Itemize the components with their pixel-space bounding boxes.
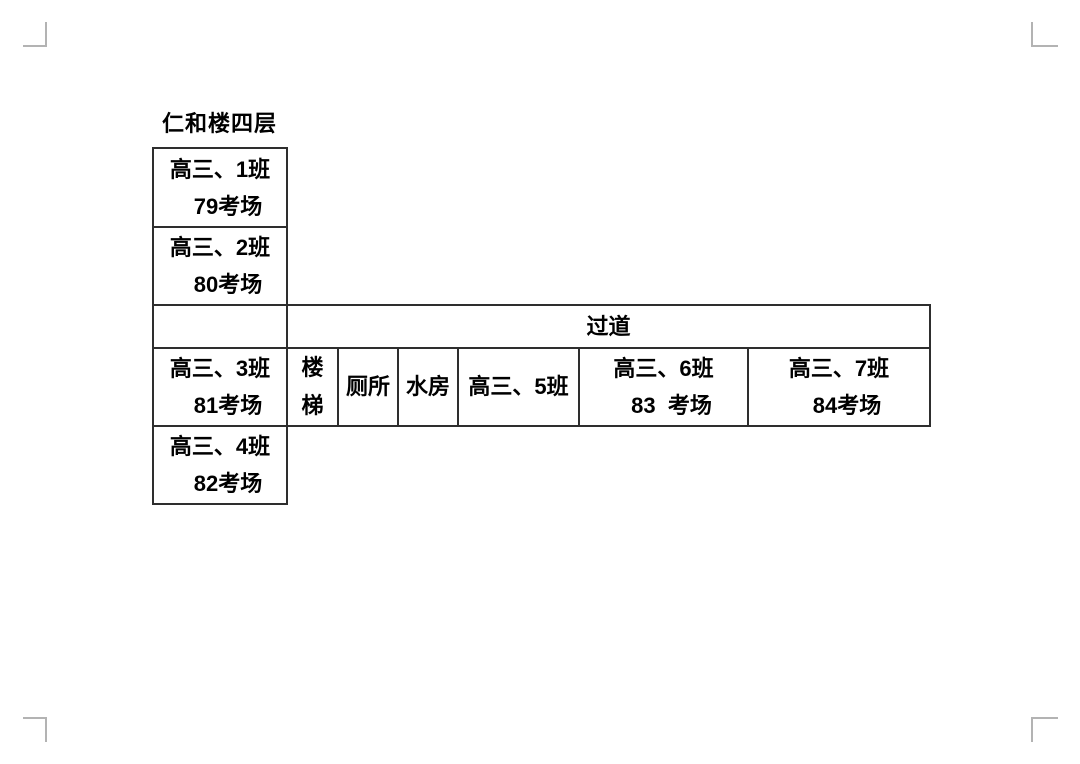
- water-room-label: 水房: [405, 374, 450, 399]
- table-row: 高三、2班 80考场: [152, 226, 930, 306]
- cell-class1: 高三、1班 79考场: [152, 147, 288, 228]
- table-row: 高三、1班 79考场: [152, 147, 930, 228]
- class1-label: 高三、1班: [169, 156, 271, 182]
- class3-label: 高三、3班: [169, 356, 271, 381]
- page-title: 仁和楼四层: [162, 111, 278, 136]
- corridor-label: 过道: [586, 313, 631, 339]
- class7-label: 高三、7班: [788, 356, 890, 381]
- class7-exam-room-label: 84考场: [812, 393, 882, 418]
- cell-class6: 高三、6班 83 考场: [578, 347, 749, 427]
- cell-class3: 高三、3班 81考场: [152, 347, 288, 427]
- cell-stairs: 楼梯: [286, 347, 339, 427]
- table-row: 过道: [152, 304, 932, 349]
- text-boundary-mark-bottom-right: [1031, 717, 1058, 742]
- stairs-label: 楼梯: [301, 355, 324, 418]
- cell-water-room: 水房: [397, 347, 459, 427]
- class1-exam-room-label: 79考场: [193, 193, 263, 219]
- table-row: 高三、4班 82考场: [152, 425, 930, 505]
- text-boundary-mark-bottom-left: [23, 717, 47, 742]
- class5-label: 高三、5班: [468, 374, 569, 399]
- class2-exam-room-label: 80考场: [193, 272, 263, 297]
- cell-corridor: 过道: [285, 304, 932, 349]
- empty-area: [287, 148, 930, 227]
- class6-exam-room-label: 83 考场: [631, 393, 712, 418]
- class2-label: 高三、2班: [169, 235, 271, 260]
- cell-class2: 高三、2班 80考场: [152, 226, 288, 306]
- class4-exam-room-label: 82考场: [193, 471, 263, 496]
- class6-label: 高三、6班: [613, 356, 714, 381]
- cell-class7: 高三、7班 84考场: [746, 347, 932, 427]
- text-boundary-mark-top-right: [1031, 22, 1058, 47]
- empty-area: [287, 227, 930, 305]
- class4-label: 高三、4班: [169, 434, 271, 459]
- cell-toilet: 厕所: [337, 347, 399, 427]
- cell-empty: [152, 304, 288, 349]
- toilet-label: 厕所: [345, 374, 390, 399]
- empty-area: [287, 426, 930, 504]
- cell-class5: 高三、5班: [457, 347, 580, 427]
- class3-exam-room-label: 81考场: [193, 393, 263, 418]
- cell-class4: 高三、4班 82考场: [152, 425, 288, 505]
- text-boundary-mark-top-left: [23, 22, 47, 47]
- table-row: 高三、3班 81考场 楼梯 厕所 水房 高三、5班 高三、6班 83 考场: [152, 347, 932, 427]
- floor-plan-table: 高三、1班 79考场 高三、2班 80考场 过道 高三: [152, 147, 932, 505]
